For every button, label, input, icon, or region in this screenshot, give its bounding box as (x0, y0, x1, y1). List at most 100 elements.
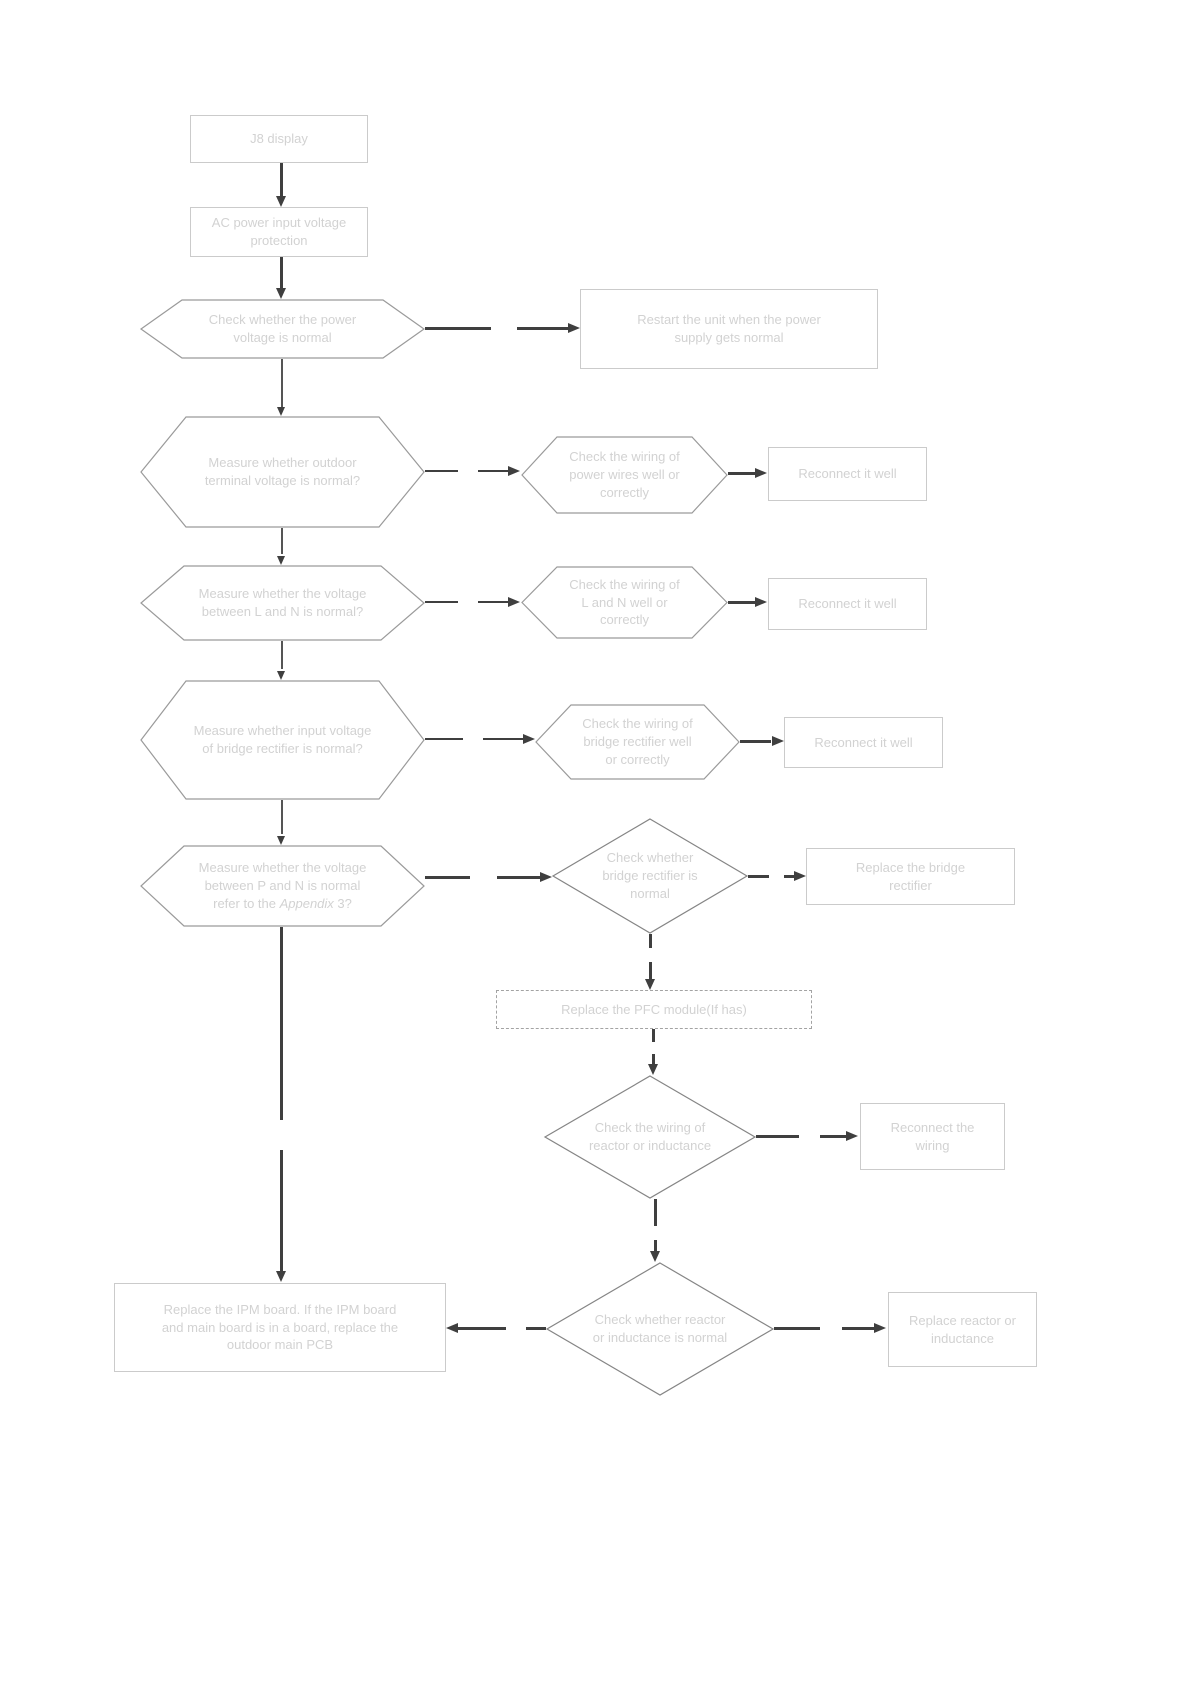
connector-ln-to-wiring-seg2 (478, 601, 508, 603)
node-reconnect-well-1-label: Reconnect it well (798, 466, 897, 482)
decision-reactor-normal-label: Check whether reactor or inductance is n… (592, 1312, 728, 1345)
connector-bridge-check-to-replace-seg1 (748, 875, 769, 878)
decision-outdoor-terminal-voltage-label: Measure whether outdoor terminal voltage… (204, 455, 361, 488)
arrow-wiring-to-reconnect2-head (755, 596, 767, 607)
decision-power-voltage: Check whether the power voltage is norma… (139, 299, 426, 359)
node-reconnect-well-3-label: Reconnect it well (814, 734, 913, 750)
arrow-wiring-to-reconnect1-head (755, 467, 767, 478)
arrow-wiring-to-reconnect3-line (740, 740, 771, 743)
connector-reactor-check-to-ipm-seg2 (526, 1327, 546, 1330)
decision-power-voltage-label: Check whether the power voltage is norma… (208, 312, 357, 345)
connector-reactor-check-to-replace-head (874, 1323, 886, 1333)
hexagon-shape (521, 566, 728, 639)
connector-bridge-check-to-replace-head (794, 871, 806, 881)
node-reconnect-well-1: Reconnect it well (768, 447, 927, 501)
arrow-ln-to-bridge-head (277, 671, 285, 680)
arrow-ac-to-check-power-line (280, 257, 283, 288)
node-reconnect-well-3: Reconnect it well (784, 717, 943, 768)
connector-outdoor-to-wiring-seg1 (425, 470, 458, 472)
arrow-outdoor-to-ln-line (281, 528, 283, 554)
connector-pn-to-bridge-check-seg1 (425, 876, 470, 879)
node-reconnect-well-2-label: Reconnect it well (798, 596, 897, 612)
connector-power-to-restart-seg1 (425, 327, 491, 330)
connector-reactor-check-to-replace-seg2 (842, 1327, 874, 1330)
arrow-wiring-to-reconnect1-line (728, 472, 755, 475)
connector-bridge-to-wiring-seg1 (425, 738, 463, 740)
arrow-outdoor-to-ln-head (277, 556, 285, 565)
arrow-wiring-to-reconnect3-head (772, 735, 784, 746)
connector-bridge-to-wiring-head (523, 733, 535, 744)
arrow-bridge-to-pn-head (277, 836, 285, 845)
decision-bridge-rectifier-normal: Check whether bridge rectifier is normal (551, 818, 749, 934)
node-replace-ipm-board: Replace the IPM board. If the IPM board … (114, 1283, 446, 1372)
connector-pn-to-ipm-seg2 (280, 1150, 283, 1271)
connector-wiring-to-reactor-check-seg2 (654, 1240, 657, 1251)
connector-reactor-wiring-to-reconnect-seg2 (820, 1135, 846, 1138)
node-replace-bridge-rectifier-label: Replace the bridge rectifier (855, 859, 966, 893)
connector-pn-to-bridge-check-seg2 (497, 876, 540, 879)
arrow-ln-to-bridge-line (281, 641, 283, 669)
hexagon-shape (140, 680, 425, 800)
hexagon-shape (535, 704, 740, 780)
connector-power-to-restart-seg2 (517, 327, 568, 330)
diamond-shape (551, 818, 749, 934)
connector-bridge-check-to-replace-seg2 (784, 875, 794, 878)
connector-reactor-check-to-ipm-seg1 (458, 1327, 506, 1330)
node-reconnect-wiring-label: Reconnect the wiring (890, 1119, 975, 1153)
decision-voltage-p-n: Measure whether the voltage between P an… (140, 845, 425, 927)
decision-check-wiring-power-wires-label: Check the wiring of power wires well or … (569, 449, 680, 500)
arrow-power-to-outdoor-head (277, 407, 285, 416)
hexagon-shape (140, 416, 425, 528)
connector-bridge-check-to-pfc-seg2 (649, 962, 652, 979)
decision-voltage-l-n-label: Measure whether the voltage between L an… (198, 586, 367, 619)
hexagon-shape (140, 845, 425, 927)
decision-reactor-normal: Check whether reactor or inductance is n… (545, 1262, 775, 1396)
node-restart-unit: Restart the unit when the power supply g… (580, 289, 878, 369)
node-j8-display: J8 display (190, 115, 368, 163)
node-replace-reactor: Replace reactor or inductance (888, 1292, 1037, 1367)
decision-voltage-p-n-label: Measure whether the voltage between P an… (198, 860, 367, 911)
node-replace-bridge-rectifier: Replace the bridge rectifier (806, 848, 1015, 905)
arrow-wiring-to-reconnect2-line (728, 601, 755, 604)
decision-input-voltage-bridge-label: Measure whether input voltage of bridge … (193, 723, 372, 756)
arrow-j8-to-ac-head (275, 196, 286, 207)
connector-reactor-check-to-replace-seg1 (774, 1327, 820, 1330)
decision-outdoor-terminal-voltage: Measure whether outdoor terminal voltage… (140, 416, 425, 528)
decision-check-wiring-l-n: Check the wiring of L and N well or corr… (521, 566, 728, 639)
diamond-shape (545, 1262, 775, 1396)
decision-wiring-reactor-label: Check the wiring of reactor or inductanc… (588, 1120, 712, 1153)
connector-reactor-wiring-to-reconnect-head (846, 1131, 858, 1141)
connector-pn-to-ipm-head (275, 1271, 286, 1282)
decision-check-wiring-power-wires: Check the wiring of power wires well or … (521, 436, 728, 514)
connector-reactor-check-to-ipm-head (446, 1323, 458, 1333)
decision-check-wiring-bridge-label: Check the wiring of bridge rectifier wel… (582, 716, 693, 767)
connector-pn-to-ipm-seg1 (280, 927, 283, 1120)
connector-outdoor-to-wiring-seg2 (478, 470, 508, 472)
node-restart-unit-label: Restart the unit when the power supply g… (637, 312, 821, 345)
decision-wiring-reactor: Check the wiring of reactor or inductanc… (543, 1075, 757, 1199)
node-replace-pfc-module-label: Replace the PFC module(If has) (561, 1001, 747, 1017)
decision-voltage-p-n-refer-line: refer to the Appendix 3? (213, 895, 352, 911)
connector-outdoor-to-wiring-head (508, 465, 520, 476)
hexagon-shape (140, 565, 425, 641)
connector-pfc-to-reactor-wiring-head (648, 1064, 658, 1075)
connector-ln-to-wiring-seg1 (425, 601, 458, 603)
arrow-j8-to-ac-line (280, 163, 283, 196)
decision-check-wiring-l-n-label: Check the wiring of L and N well or corr… (569, 576, 680, 628)
decision-voltage-l-n: Measure whether the voltage between L an… (140, 565, 425, 641)
decision-input-voltage-bridge: Measure whether input voltage of bridge … (140, 680, 425, 800)
connector-ln-to-wiring-head (508, 596, 520, 607)
decision-check-wiring-bridge: Check the wiring of bridge rectifier wel… (535, 704, 740, 780)
connector-reactor-wiring-to-reconnect-seg1 (756, 1135, 799, 1138)
connector-bridge-check-to-pfc-head (645, 979, 655, 990)
connector-pfc-to-reactor-wiring-seg1 (652, 1029, 655, 1042)
node-j8-display-label: J8 display (250, 131, 308, 147)
diamond-shape (543, 1075, 757, 1199)
connector-wiring-to-reactor-check-seg1 (654, 1199, 657, 1226)
connector-bridge-check-to-pfc-seg1 (649, 934, 652, 948)
node-ac-power-protection-label: AC power input voltage protection (211, 215, 347, 248)
hexagon-shape (139, 299, 426, 359)
arrow-power-to-outdoor-line (281, 359, 283, 407)
hexagon-shape (521, 436, 728, 514)
